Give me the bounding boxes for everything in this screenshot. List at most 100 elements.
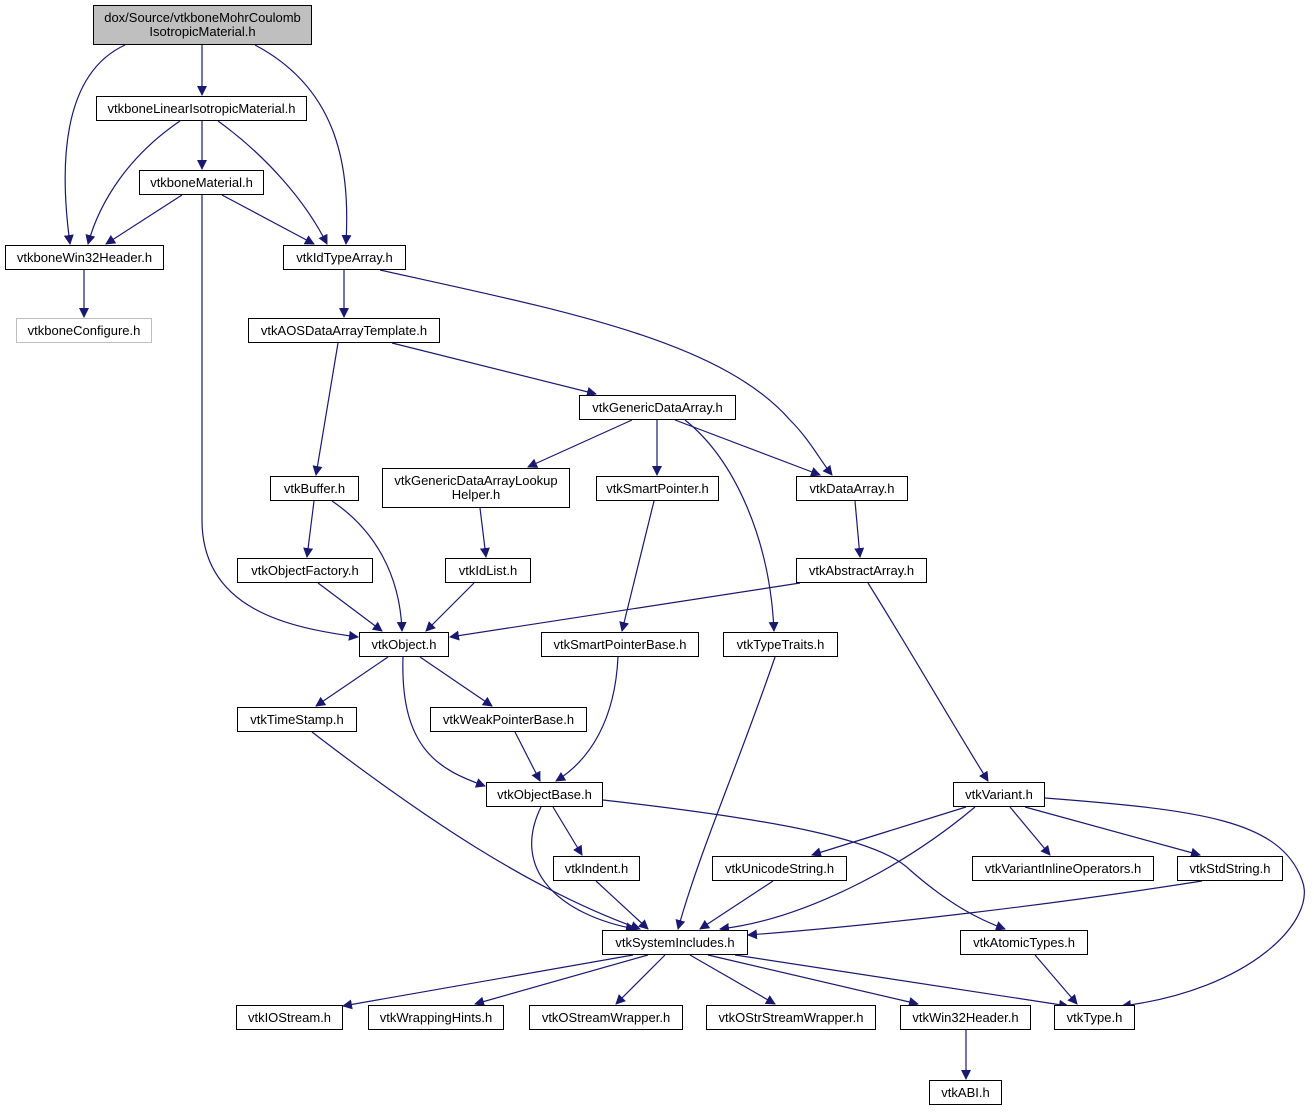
node-label: vtkObjectBase.h: [497, 786, 592, 802]
edge-material-object: [201, 194, 359, 641]
edge-generic-typetraits: [684, 419, 779, 632]
node-label: vtkboneWin32Header.h: [16, 249, 153, 265]
node-vtkbone-linear-isotropic-material-h[interactable]: vtkboneLinearIsotropicMaterial.h: [96, 96, 307, 121]
node-vtk-weak-pointer-base-h[interactable]: vtkWeakPointerBase.h: [430, 707, 587, 732]
edge-sysinc-win32: [707, 954, 919, 1007]
node-vtk-type-h[interactable]: vtkType.h: [1054, 1005, 1135, 1030]
node-label: vtkSmartPointerBase.h: [553, 636, 687, 652]
edge-stdstring-sysinc: [747, 880, 1203, 940]
edge-buffer-object: [331, 500, 407, 632]
edge-variant-sysinc: [719, 806, 976, 933]
node-label: vtkSystemIncludes.h: [615, 934, 735, 950]
edge-material-win32hdr: [105, 194, 183, 245]
edge-sysinc-ostrstreamw: [689, 954, 776, 1005]
node-label: vtkAOSDataArrayTemplate.h: [260, 322, 428, 338]
edge-linear-win32hdr: [85, 120, 181, 245]
node-label: vtkSmartPointer.h: [606, 480, 709, 496]
node-vtk-smart-pointer-h[interactable]: vtkSmartPointer.h: [596, 476, 719, 501]
node-vtk-smart-pointer-base-h[interactable]: vtkSmartPointerBase.h: [541, 632, 699, 657]
node-vtk-variant-h[interactable]: vtkVariant.h: [953, 782, 1045, 807]
node-vtk-object-h[interactable]: vtkObject.h: [359, 632, 449, 657]
node-label: vtkWrappingHints.h: [379, 1009, 493, 1025]
node-label: vtkWin32Header.h: [912, 1009, 1019, 1025]
node-label: vtkTypeTraits.h: [736, 636, 825, 652]
node-label: vtkGenericDataArray.h: [592, 399, 723, 415]
edge-smartbase-objbase: [555, 656, 619, 782]
edge-mohr-win32hdr: [63, 44, 126, 245]
node-vtk-io-stream-h[interactable]: vtkIOStream.h: [236, 1005, 343, 1030]
edge-objbase-sysinc: [531, 806, 636, 933]
node-vtk-ostream-wrapper-h[interactable]: vtkOStreamWrapper.h: [529, 1005, 683, 1030]
node-label: vtkIdList.h: [458, 562, 518, 578]
node-label: vtkIndent.h: [564, 860, 629, 876]
node-vtk-aos-data-array-template-h[interactable]: vtkAOSDataArrayTemplate.h: [248, 318, 440, 343]
node-vtk-atomic-types-h[interactable]: vtkAtomicTypes.h: [960, 930, 1088, 955]
edge-objbase-atomic: [602, 799, 1006, 931]
node-vtk-buffer-h[interactable]: vtkBuffer.h: [270, 476, 359, 501]
edge-idtype-dataarray: [379, 269, 833, 476]
node-label: vtkIdTypeArray.h: [296, 249, 393, 265]
node-label: vtkOStreamWrapper.h: [541, 1009, 671, 1025]
node-vtk-std-string-h[interactable]: vtkStdString.h: [1177, 856, 1283, 881]
edge-smartptr-smartbase: [619, 500, 655, 632]
edge-unicode-sysinc: [699, 880, 774, 930]
edge-object-weakptr: [419, 656, 493, 707]
edge-objfactory-object: [317, 582, 383, 632]
node-vtk-abstract-array-h[interactable]: vtkAbstractArray.h: [796, 558, 927, 583]
edge-variant-type: [1044, 797, 1305, 1010]
edge-variant-stdstring: [1024, 806, 1201, 858]
edge-indent-sysinc: [595, 880, 649, 930]
node-vtk-time-stamp-h[interactable]: vtkTimeStamp.h: [237, 707, 357, 732]
node-label: vtkboneConfigure.h: [27, 322, 141, 338]
node-vtk-unicode-string-h[interactable]: vtkUnicodeString.h: [712, 856, 847, 881]
node-label: vtkType.h: [1066, 1009, 1123, 1025]
edge-generic-dataarray: [674, 419, 821, 477]
node-label: vtkAtomicTypes.h: [973, 934, 1075, 950]
node-label: vtkStdString.h: [1189, 860, 1271, 876]
edge-sysinc-type: [734, 954, 1069, 1010]
node-label: vtkWeakPointerBase.h: [442, 711, 575, 727]
node-label-line-1: dox/Source/vtkboneMohrCoulomb: [104, 10, 301, 25]
node-vtk-id-type-array-h[interactable]: vtkIdTypeArray.h: [283, 245, 406, 270]
node-vtk-generic-data-array-lookup-helper-h[interactable]: vtkGenericDataArrayLookup Helper.h: [382, 468, 570, 508]
node-vtk-type-traits-h[interactable]: vtkTypeTraits.h: [723, 632, 838, 657]
node-label: vtkObjectFactory.h: [251, 562, 359, 578]
node-vtk-win32-header-h[interactable]: vtkWin32Header.h: [900, 1005, 1031, 1030]
node-vtk-abi-h[interactable]: vtkABI.h: [929, 1080, 1002, 1105]
edge-linear-idtype: [217, 120, 328, 245]
edge-generic-lookup: [527, 419, 633, 468]
node-vtk-data-array-h[interactable]: vtkDataArray.h: [796, 476, 908, 501]
edge-variant-inlineops: [1009, 806, 1051, 856]
edge-object-timestamp: [315, 656, 389, 707]
node-label: vtkboneLinearIsotropicMaterial.h: [107, 100, 296, 116]
edge-sysinc-wrapping: [474, 954, 649, 1007]
node-vtkbone-win32-header-h[interactable]: vtkboneWin32Header.h: [5, 245, 164, 270]
node-vtk-id-list-h[interactable]: vtkIdList.h: [445, 558, 531, 583]
edge-mohr-idtype: [254, 44, 352, 245]
node-label-line-1: vtkGenericDataArrayLookup: [394, 473, 558, 488]
node-label: vtkUnicodeString.h: [724, 860, 835, 876]
node-vtk-indent-h[interactable]: vtkIndent.h: [553, 856, 640, 881]
edge-buffer-objfactory: [303, 500, 315, 558]
node-vtk-system-includes-h[interactable]: vtkSystemIncludes.h: [602, 930, 748, 955]
edge-abstract-object: [449, 582, 801, 641]
edge-abstract-variant: [867, 582, 989, 782]
node-vtk-object-factory-h[interactable]: vtkObjectFactory.h: [237, 558, 373, 583]
node-label: vtkDataArray.h: [809, 480, 895, 496]
edge-weakptr-objbase: [514, 731, 541, 782]
node-vtk-variant-inline-operators-h[interactable]: vtkVariantInlineOperators.h: [972, 856, 1154, 881]
node-vtk-object-base-h[interactable]: vtkObjectBase.h: [486, 782, 603, 807]
node-vtk-ostrstream-wrapper-h[interactable]: vtkOStrStreamWrapper.h: [706, 1005, 876, 1030]
edge-object-objbase: [402, 656, 486, 788]
node-label: vtkVariantInlineOperators.h: [984, 860, 1142, 876]
edge-lookup-idlist: [479, 507, 490, 558]
node-label: vtkIOStream.h: [247, 1009, 332, 1025]
node-vtkbone-material-h[interactable]: vtkboneMaterial.h: [139, 170, 264, 195]
node-label: vtkObject.h: [371, 636, 437, 652]
node-label: vtkABI.h: [941, 1084, 990, 1100]
edge-dataarray-abstract: [854, 500, 865, 558]
node-vtk-generic-data-array-h[interactable]: vtkGenericDataArray.h: [579, 395, 736, 420]
node-label: vtkboneMaterial.h: [150, 174, 253, 190]
edge-typetraits-sysinc: [675, 656, 776, 930]
node-vtk-wrapping-hints-h[interactable]: vtkWrappingHints.h: [368, 1005, 504, 1030]
